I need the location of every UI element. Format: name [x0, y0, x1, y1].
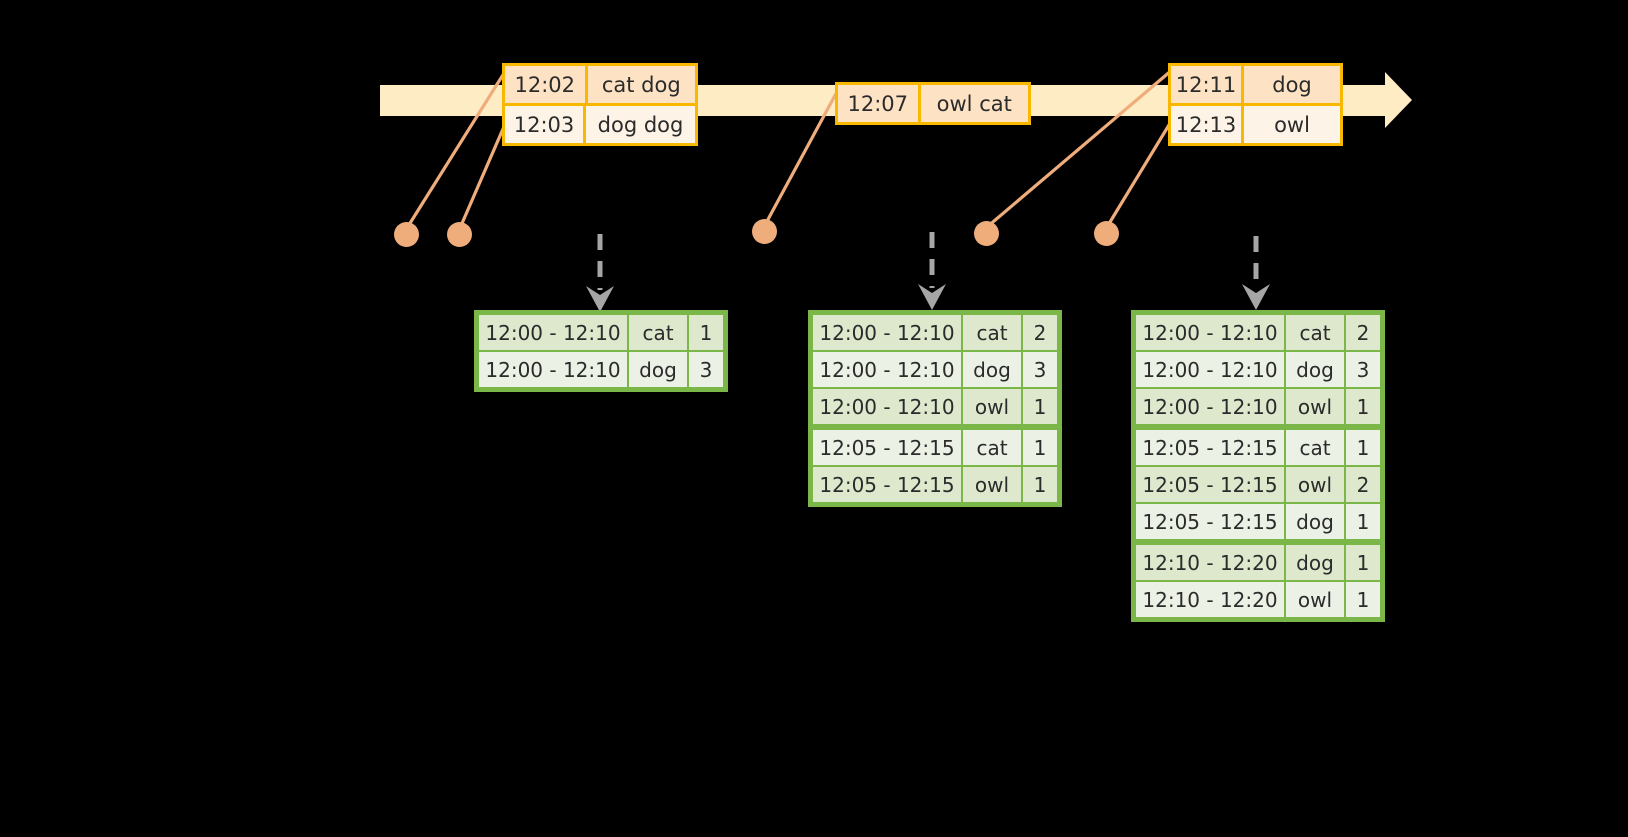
word-cell: cat — [1286, 430, 1344, 465]
word-cell: dog — [1286, 352, 1344, 387]
event-box-3[interactable]: 12:11 dog 12:13 owl — [1168, 63, 1343, 146]
word-cell: owl — [963, 467, 1021, 502]
connector-line-5 — [1105, 119, 1174, 228]
window-cell: 12:00 - 12:10 — [813, 352, 961, 387]
dashed-arrow-head-1 — [586, 286, 614, 312]
word-cell: cat — [629, 315, 687, 350]
event-dot-4 — [974, 221, 999, 246]
window-cell: 12:05 - 12:15 — [813, 430, 961, 465]
event-words: owl — [1244, 106, 1340, 143]
count-cell: 1 — [1023, 430, 1057, 465]
window-cell: 12:05 - 12:15 — [1136, 430, 1284, 465]
event-words: dog — [1244, 66, 1340, 103]
event-row: 12:07 owl cat — [838, 85, 1028, 122]
window-cell: 12:00 - 12:10 — [813, 315, 961, 350]
count-cell: 1 — [689, 315, 723, 350]
window-cell: 12:00 - 12:10 — [813, 389, 961, 424]
count-cell: 1 — [1346, 389, 1380, 424]
word-cell: cat — [1286, 315, 1344, 350]
event-dot-5 — [1094, 221, 1119, 246]
event-words: dog dog — [586, 106, 695, 143]
event-dot-3 — [752, 219, 777, 244]
word-cell: dog — [1286, 504, 1344, 539]
window-cell: 12:10 - 12:20 — [1136, 582, 1284, 617]
window-cell: 12:00 - 12:10 — [1136, 315, 1284, 350]
word-cell: dog — [629, 352, 687, 387]
window-cell: 12:00 - 12:10 — [479, 315, 627, 350]
window-cell: 12:00 - 12:10 — [1136, 389, 1284, 424]
event-row: 12:11 dog — [1171, 66, 1340, 103]
count-cell: 3 — [689, 352, 723, 387]
count-cell: 2 — [1023, 315, 1057, 350]
event-box-1[interactable]: 12:02 cat dog 12:03 dog dog — [502, 63, 698, 146]
count-cell: 3 — [1023, 352, 1057, 387]
count-cell: 2 — [1346, 315, 1380, 350]
window-cell: 12:10 - 12:20 — [1136, 545, 1284, 580]
event-dot-2 — [447, 222, 472, 247]
window-cell: 12:00 - 12:10 — [479, 352, 627, 387]
event-time: 12:13 — [1171, 106, 1244, 143]
count-cell: 3 — [1346, 352, 1380, 387]
word-cell: dog — [1286, 545, 1344, 580]
event-words: owl cat — [920, 85, 1028, 122]
event-row: 12:13 owl — [1171, 103, 1340, 143]
dashed-arrow-head-3 — [1242, 284, 1270, 310]
event-time: 12:07 — [838, 85, 921, 122]
event-time: 12:11 — [1171, 66, 1244, 103]
event-time: 12:02 — [505, 66, 588, 103]
word-cell: owl — [963, 389, 1021, 424]
window-cell: 12:00 - 12:10 — [1136, 352, 1284, 387]
event-row: 12:03 dog dog — [505, 103, 695, 143]
count-cell: 1 — [1346, 545, 1380, 580]
count-cell: 1 — [1023, 389, 1057, 424]
event-words: cat dog — [587, 66, 695, 103]
event-row: 12:02 cat dog — [505, 66, 695, 103]
window-cell: 12:05 - 12:15 — [1136, 504, 1284, 539]
event-dot-1 — [394, 222, 419, 247]
window-cell: 12:05 - 12:15 — [1136, 467, 1284, 502]
window-cell: 12:05 - 12:15 — [813, 467, 961, 502]
event-box-2[interactable]: 12:07 owl cat — [835, 82, 1031, 125]
word-cell: owl — [1286, 582, 1344, 617]
count-cell: 1 — [1346, 582, 1380, 617]
count-cell: 1 — [1023, 467, 1057, 502]
count-cell: 1 — [1346, 430, 1380, 465]
count-cell: 1 — [1346, 504, 1380, 539]
word-cell: owl — [1286, 467, 1344, 502]
dashed-arrow-head-2 — [918, 284, 946, 310]
connector-line-2 — [458, 121, 508, 229]
count-cell: 2 — [1346, 467, 1380, 502]
word-cell: owl — [1286, 389, 1344, 424]
word-cell: dog — [963, 352, 1021, 387]
event-time: 12:03 — [505, 106, 586, 143]
word-cell: cat — [963, 430, 1021, 465]
word-cell: cat — [963, 315, 1021, 350]
